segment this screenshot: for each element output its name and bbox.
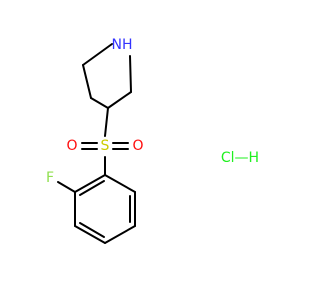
nitrogen-atom-label: NH: [112, 37, 133, 53]
sulfur-atom-label: S: [101, 138, 110, 154]
bond-c4-c5: [107, 91, 132, 109]
bond-ar-f: [57, 181, 76, 193]
bond-c3-c4: [90, 97, 109, 109]
hydrochloride-label: Cl—H: [221, 150, 259, 166]
bond-ring-s: [104, 107, 109, 137]
bond-ar-6: [74, 174, 106, 193]
bond-ar-6-inner: [79, 180, 105, 196]
fluorophenyl-ring: [57, 174, 136, 244]
bond-ar-4-inner: [79, 222, 105, 238]
bond-ar-3: [104, 225, 136, 244]
oxygen-right-atom-label: O: [132, 138, 143, 154]
sulfonyl-group: [81, 107, 129, 176]
fluorine-atom-label: F: [46, 170, 54, 186]
bond-c5-n: [129, 55, 132, 93]
molecule-structure-diagram: NH S O O F Cl—H: [46, 37, 259, 244]
oxygen-left-atom-label: O: [66, 138, 77, 154]
bond-ar-4: [74, 225, 106, 244]
pyrrolidine-ring: [82, 43, 132, 109]
bond-ar-1: [104, 174, 136, 193]
bond-n-c2: [82, 43, 113, 66]
bond-c2-c3: [82, 64, 92, 99]
